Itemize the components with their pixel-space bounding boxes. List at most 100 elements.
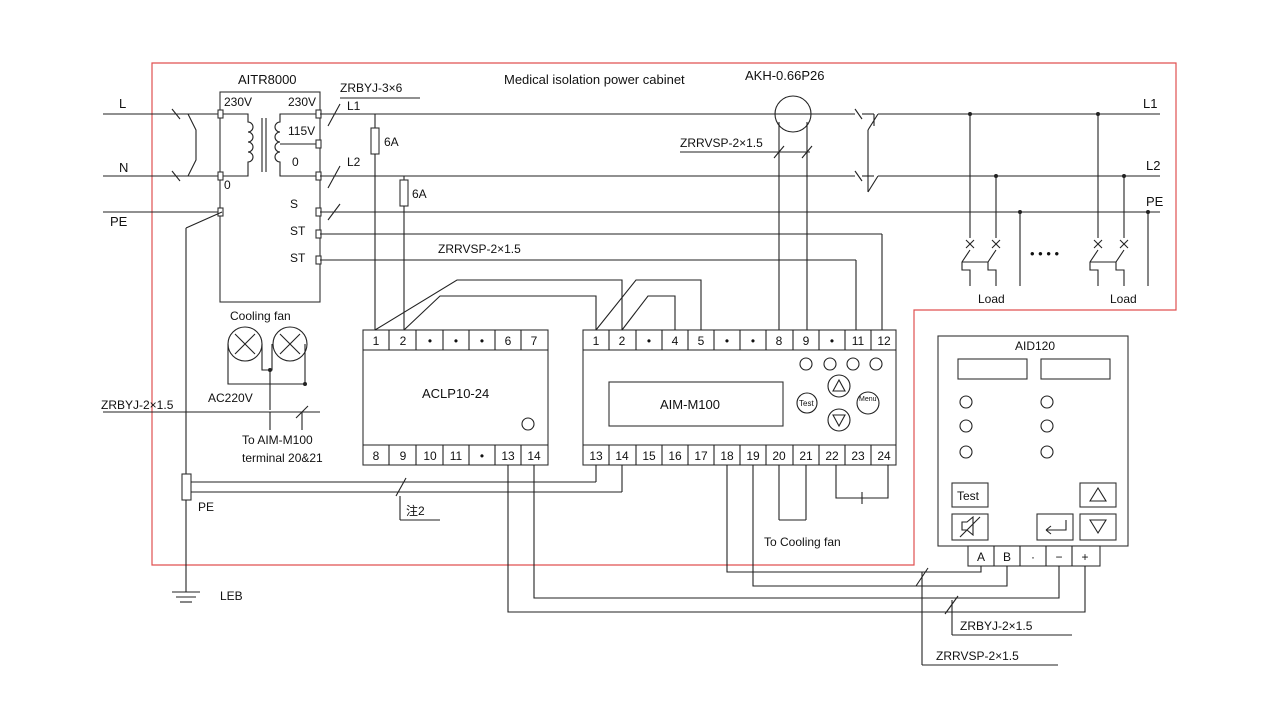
aim-top-terminal: •: [725, 334, 729, 348]
ct-leads: [680, 122, 813, 330]
fan-cable: [103, 405, 320, 430]
cable-zrrvsp-top: ZRRVSP-2×1.5: [680, 136, 763, 150]
cable-zrbyj-3x6: ZRBYJ-3×6: [340, 81, 403, 95]
transformer-windings: [217, 109, 322, 265]
aclp-top-terminal: 2: [400, 334, 407, 348]
aclp-top-terminals: 1 2 • • • 6 7: [373, 334, 538, 348]
aclp-module: [362, 329, 549, 466]
aim-menu-button[interactable]: [856, 391, 880, 415]
cable-zrbyj-left: ZRBYJ-2×1.5: [101, 398, 174, 412]
aid-terminal: −: [1055, 550, 1062, 564]
transformer-st2-label: ST: [290, 251, 306, 265]
line-l2-label: L2: [1146, 158, 1160, 173]
aim-bottom-terminal: 20: [772, 449, 786, 463]
mute-icon: [959, 515, 981, 538]
aclp-bottom-terminal: •: [480, 449, 484, 463]
aim-bottom-terminal: 24: [877, 449, 891, 463]
line-pe-label: PE: [110, 214, 128, 229]
note-label: 注2: [406, 503, 425, 518]
aid-test-label: Test: [957, 489, 980, 503]
aid-terminal: +: [1081, 550, 1088, 564]
aid-display-right: [1040, 358, 1111, 380]
aim-bottom-terminal: 15: [642, 449, 656, 463]
transformer-s-label: S: [290, 197, 298, 211]
line-l-label: L: [119, 96, 126, 111]
st-signal-lines: [320, 233, 883, 330]
line-pe-right-label: PE: [1146, 194, 1164, 209]
pe-bar-label: PE: [198, 500, 214, 514]
aim-test-label: Test: [799, 399, 814, 408]
aid-name: AID120: [1015, 339, 1055, 353]
leb-label: LEB: [220, 589, 243, 603]
up-arrow-icon: [1089, 486, 1107, 502]
transformer-box: [219, 91, 321, 303]
ct-sensor: [774, 95, 812, 133]
aim-display: [608, 381, 784, 427]
load-1-label: Load: [978, 292, 1005, 306]
load-dots: • • • •: [1030, 246, 1059, 261]
transformer-name: AITR8000: [238, 72, 297, 87]
aid-down-button[interactable]: [1079, 513, 1117, 541]
aim-top-terminal: 11: [852, 334, 865, 348]
aim-top-terminal: 12: [877, 334, 891, 348]
aim-up-button[interactable]: [827, 374, 851, 398]
cable-zrbyj-bottom: ZRBYJ-2×1.5: [960, 619, 1033, 633]
module-interconnect: [374, 279, 889, 521]
transformer-out-230: 230V: [288, 95, 316, 109]
pe-earth: [172, 211, 622, 603]
aclp-top-terminal: •: [480, 334, 484, 348]
cooling-fan-label: Cooling fan: [230, 309, 291, 323]
aclp-top-terminal: •: [428, 334, 432, 348]
aim-top-terminal: •: [647, 334, 651, 348]
aid-enter-button[interactable]: [1036, 513, 1074, 541]
aim-bottom-terminals: 13 14 15 16 17 18 19 20 21 22 23 24: [589, 449, 891, 463]
aim-down-button[interactable]: [827, 408, 851, 432]
cabinet-boundary: [151, 62, 1177, 566]
aclp-bottom-terminal: 9: [400, 449, 407, 463]
aid-display-left: [957, 358, 1028, 380]
aid-wiring: [507, 465, 1086, 666]
up-arrow-icon: [832, 378, 846, 392]
aim-bottom-terminal: 19: [746, 449, 760, 463]
aid-test-button[interactable]: [951, 482, 989, 508]
enter-icon: [1045, 520, 1067, 535]
down-arrow-icon: [832, 414, 846, 428]
aclp-bottom-terminal: 13: [501, 449, 515, 463]
aid-terminal: B: [1003, 550, 1011, 564]
aclp-top-terminal: 6: [505, 334, 512, 348]
load-branches: [961, 112, 1150, 286]
transformer-zero-a: 0: [224, 178, 231, 192]
down-arrow-icon: [1089, 519, 1107, 535]
aclp-name: ACLP10-24: [422, 386, 489, 401]
aid-mute-button[interactable]: [951, 513, 989, 541]
aim-top-terminal: 9: [803, 334, 810, 348]
aim-bottom-terminal: 17: [694, 449, 708, 463]
aim-top-terminal: 5: [698, 334, 705, 348]
aclp-terminal-dividers: [388, 330, 522, 465]
cable-zrrvsp-bottom: ZRRVSP-2×1.5: [936, 649, 1019, 663]
line-n-label: N: [119, 160, 128, 175]
cable-zrrvsp-mid: ZRRVSP-2×1.5: [438, 242, 521, 256]
aim-bottom-terminal: 22: [825, 449, 839, 463]
aim-bottom-terminal: 21: [799, 449, 813, 463]
aclp-top-terminal: •: [454, 334, 458, 348]
aim-test-button[interactable]: [796, 392, 818, 414]
load-2-label: Load: [1110, 292, 1137, 306]
aid-up-button[interactable]: [1079, 482, 1117, 508]
aclp-bottom-terminal: 11: [450, 449, 463, 463]
line-l2-small-label: L2: [347, 155, 361, 169]
aclp-top-terminal: 1: [373, 334, 380, 348]
aim-name: AIM-M100: [660, 397, 720, 412]
aim-top-terminal: 1: [593, 334, 600, 348]
aim-leds: [799, 357, 883, 371]
aclp-top-terminal: 7: [531, 334, 538, 348]
aim-bottom-terminal: 23: [851, 449, 865, 463]
transformer-zero-b: 0: [292, 155, 299, 169]
to-cooling-fan-label: To Cooling fan: [764, 535, 841, 549]
aim-top-terminal: 4: [672, 334, 679, 348]
aid-terminal: A: [977, 550, 985, 564]
aim-bottom-terminal: 13: [589, 449, 603, 463]
aid-terminal: ·: [1031, 550, 1035, 564]
aim-bottom-terminal: 14: [615, 449, 629, 463]
